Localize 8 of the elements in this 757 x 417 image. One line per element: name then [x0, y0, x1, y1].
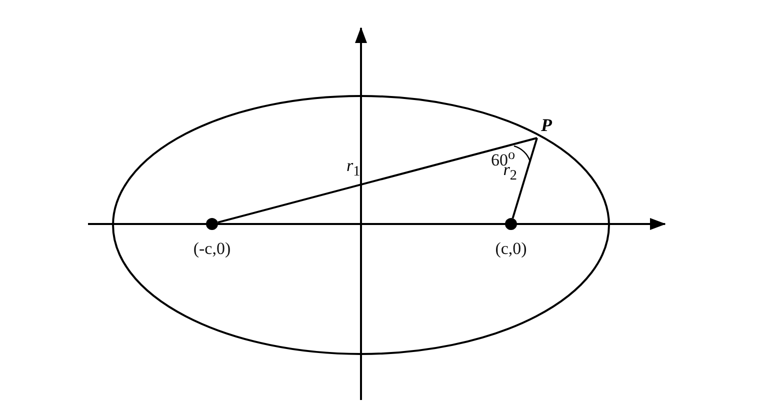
line-segment: [218, 137, 538, 224]
point-label: P: [541, 116, 552, 134]
coordinate-label: (-c,0): [192, 240, 232, 257]
coordinate-label: (c,0): [494, 240, 528, 257]
focus-point: [505, 218, 517, 230]
edge-label: r$_{1}$: [346, 157, 360, 179]
line-segment: [512, 138, 538, 219]
focus-point: [206, 218, 218, 230]
